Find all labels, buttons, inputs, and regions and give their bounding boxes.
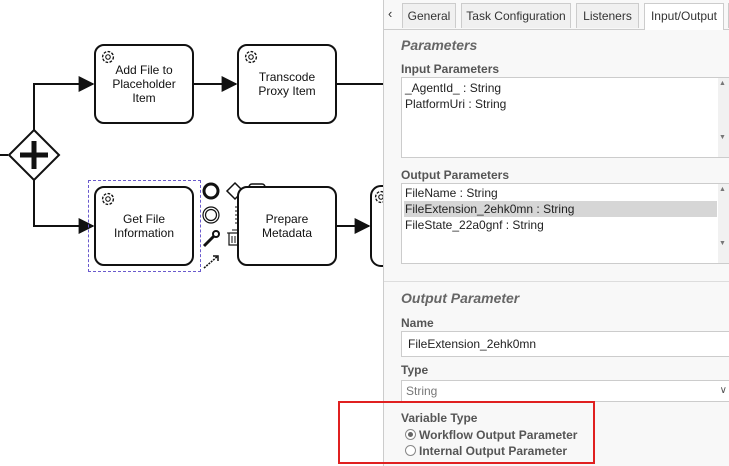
- task-label-line: Item: [132, 91, 156, 105]
- parallel-gateway[interactable]: [7, 128, 61, 182]
- radio-label: Internal Output Parameter: [419, 444, 568, 458]
- connect-arrow-icon[interactable]: [203, 255, 219, 269]
- tab-general[interactable]: General: [402, 3, 456, 28]
- tab-bar: ‹ General Task Configuration Listeners I…: [384, 0, 729, 30]
- list-item[interactable]: FileName : String: [405, 186, 498, 200]
- wrench-icon[interactable]: [202, 230, 220, 248]
- gear-icon: [244, 50, 258, 64]
- output-parameter-heading: Output Parameter: [401, 290, 520, 306]
- list-item-selected[interactable]: FileExtension_2ehk0mn : String: [404, 201, 717, 217]
- divider: [384, 281, 729, 282]
- list-item[interactable]: PlatformUri : String: [405, 97, 507, 111]
- task-label-line: Transcode: [258, 70, 316, 84]
- input-parameters-label: Input Parameters: [401, 62, 500, 76]
- selection-frame: [88, 180, 201, 272]
- task-label-line: Prepare: [265, 212, 309, 226]
- output-parameters-label: Output Parameters: [401, 168, 510, 182]
- tab-task-configuration[interactable]: Task Configuration: [461, 3, 571, 28]
- scrollbar[interactable]: ▲ ▼: [718, 78, 729, 157]
- task-add-file[interactable]: Add File to Placeholder Item: [94, 44, 194, 124]
- variable-type-label: Variable Type: [401, 411, 478, 425]
- type-label: Type: [401, 363, 429, 377]
- name-label: Name: [401, 316, 434, 330]
- gear-icon: [101, 50, 115, 64]
- task-prepare-metadata[interactable]: Prepare Metadata: [237, 186, 337, 266]
- plus-icon: [20, 141, 48, 169]
- radio-label: Workflow Output Parameter: [419, 428, 578, 442]
- task-transcode[interactable]: Transcode Proxy Item: [237, 44, 337, 124]
- task-label-line: Placeholder: [112, 77, 176, 91]
- name-input[interactable]: FileExtension_2ehk0mn: [401, 331, 729, 357]
- output-parameters-list[interactable]: FileName : String FileExtension_2ehk0mn …: [401, 183, 729, 264]
- radio-workflow-output[interactable]: Workflow Output Parameter: [405, 428, 577, 442]
- chevron-down-icon: ∨: [719, 385, 727, 396]
- task-label-line: Get File: [122, 212, 165, 226]
- gear-icon: [101, 192, 115, 206]
- task-label-line: Information: [113, 226, 175, 240]
- sequence-flows[interactable]: [0, 76, 383, 234]
- task-label-line: Metadata: [261, 226, 313, 240]
- task-get-file[interactable]: Get File Information: [94, 186, 194, 266]
- properties-panel: ‹ General Task Configuration Listeners I…: [383, 0, 729, 466]
- flow-gateway-to-get-file[interactable]: [33, 180, 95, 234]
- tab-listeners[interactable]: Listeners: [576, 3, 639, 28]
- append-end-event-icon[interactable]: [202, 182, 220, 200]
- tabs-scroll-left-icon[interactable]: ‹: [388, 6, 393, 21]
- annotation-highlight-box: [338, 401, 595, 464]
- radio-selected-icon[interactable]: [405, 429, 416, 440]
- radio-unselected-icon[interactable]: [405, 445, 416, 456]
- list-item[interactable]: FileState_22a0gnf : String: [405, 218, 544, 232]
- parameters-heading: Parameters: [401, 37, 478, 53]
- radio-internal-output[interactable]: Internal Output Parameter: [405, 444, 567, 458]
- task-label-line: Proxy Item: [258, 84, 316, 98]
- type-select-value: String: [406, 384, 438, 398]
- input-parameters-list[interactable]: _AgentId_ : String PlatformUri : String …: [401, 77, 729, 158]
- type-select[interactable]: String ∨: [401, 380, 729, 402]
- scrollbar[interactable]: ▲ ▼: [718, 184, 729, 263]
- tab-input-output[interactable]: Input/Output: [644, 3, 724, 30]
- list-item[interactable]: _AgentId_ : String: [405, 81, 502, 95]
- task-label-line: Add File to: [115, 63, 173, 77]
- flow-gateway-to-add-file[interactable]: [33, 76, 95, 130]
